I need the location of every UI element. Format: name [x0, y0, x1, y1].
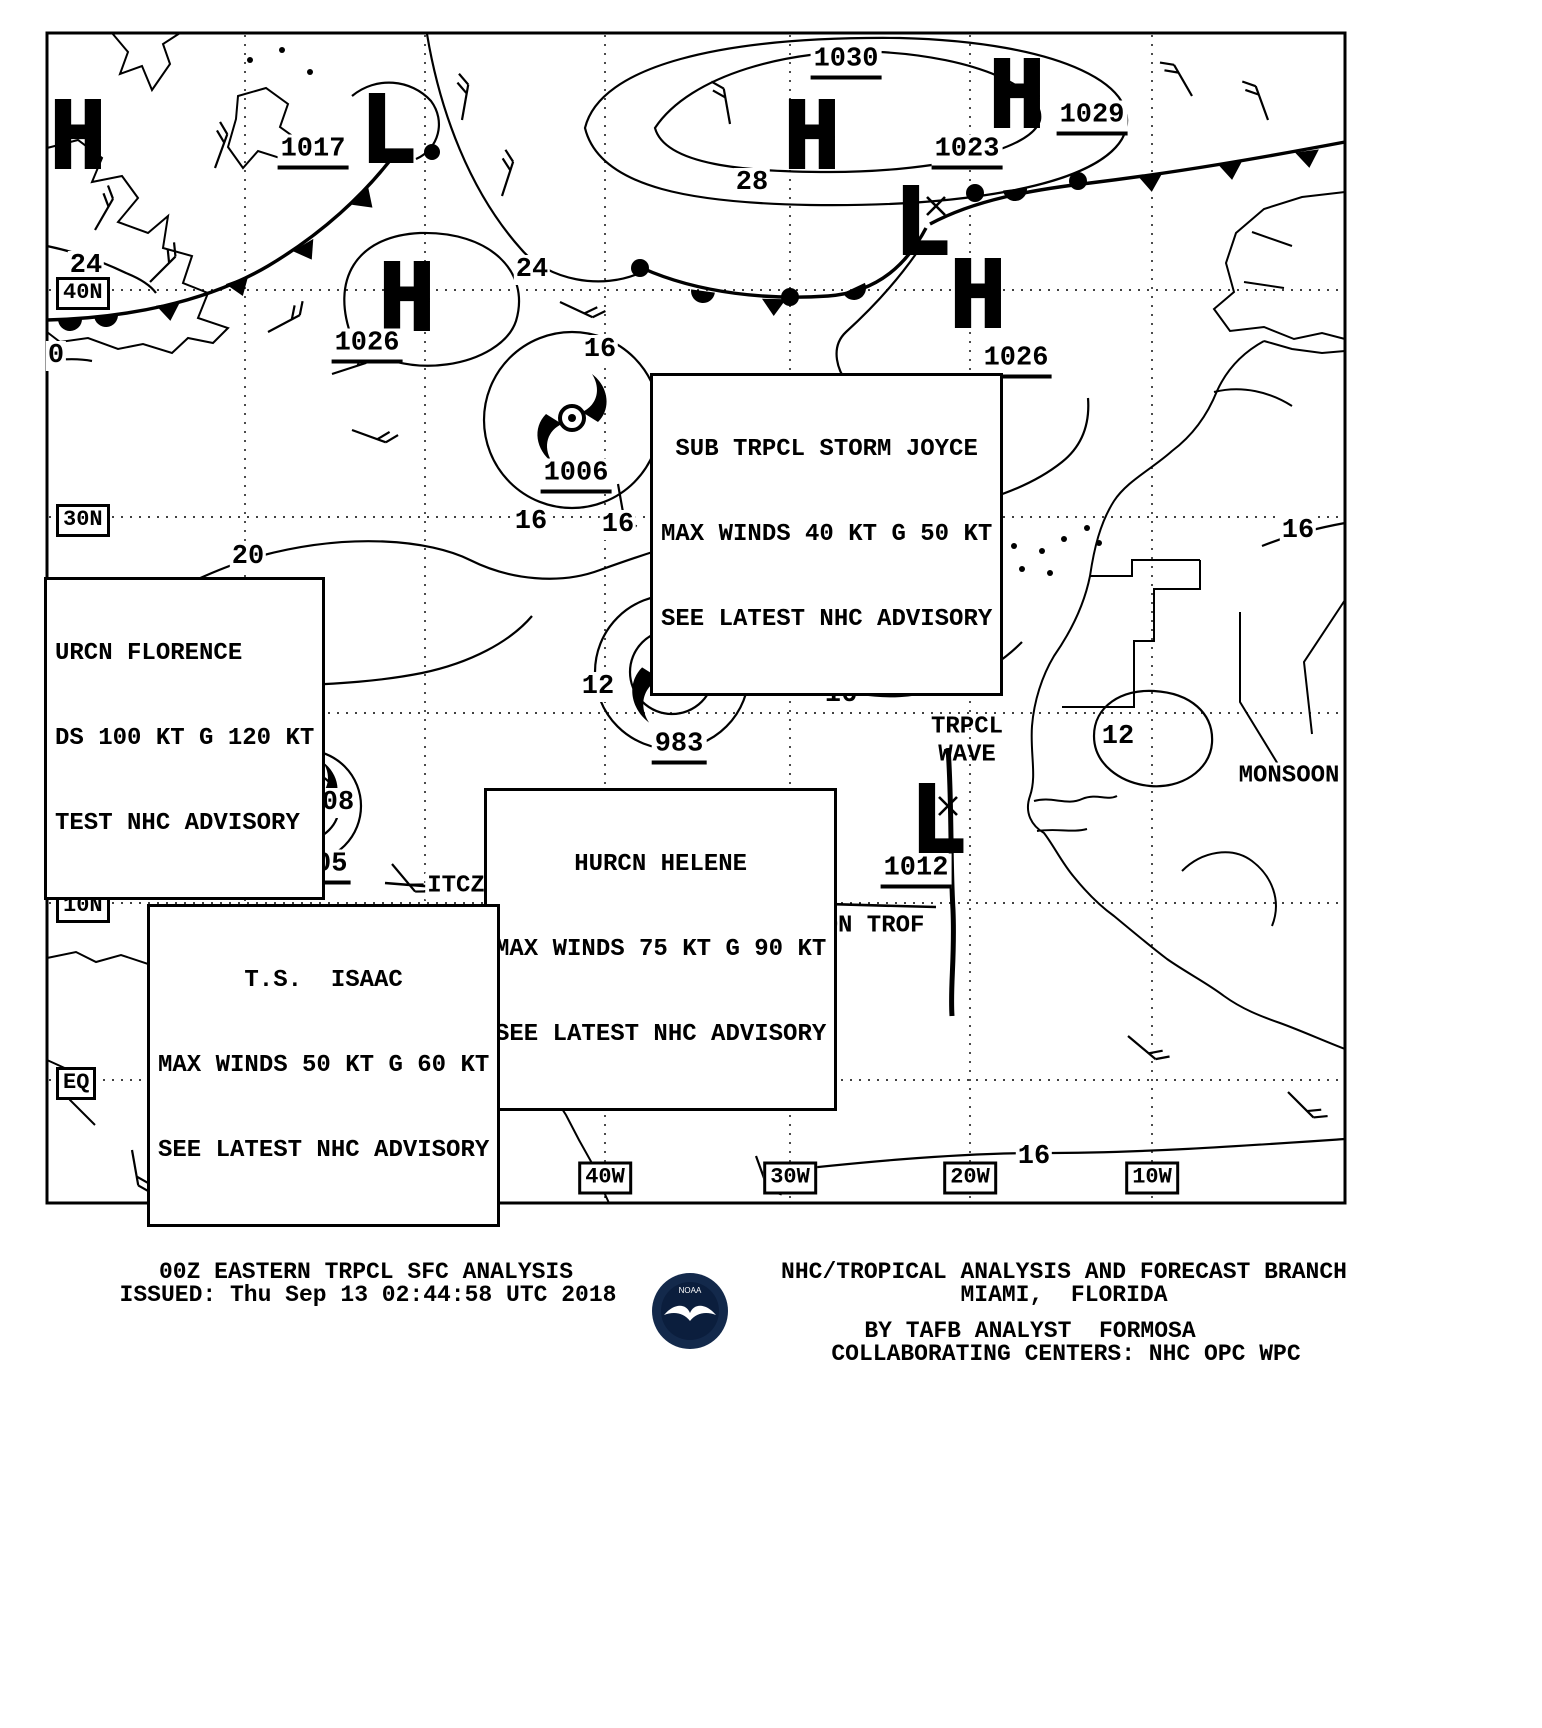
storm-box-helene-line2: MAX WINDS 75 KT G 90 KT — [495, 935, 827, 963]
storm-box-florence: URCN FLORENCE DS 100 KT G 120 KT TEST NH… — [44, 577, 326, 901]
analyst-credit: BY TAFB ANALYST FORMOSA — [864, 1318, 1196, 1344]
pressure-value-1026-w: 1026 — [331, 328, 403, 364]
high-center-nw: H — [49, 82, 107, 190]
isobar-label-16-b: 16 — [512, 507, 550, 537]
front-pips — [58, 149, 1319, 331]
storm-box-joyce-line1: SUB TRPCL STORM JOYCE — [675, 435, 978, 463]
isobar-label-16-d: 16 — [1279, 516, 1317, 546]
isobar-label-0-w: 0 — [45, 341, 67, 371]
storm-box-helene: HURCN HELENE MAX WINDS 75 KT G 90 KT SEE… — [484, 788, 838, 1112]
pressure-value-1030: 1030 — [810, 44, 882, 80]
isobar-label-16-a: 16 — [581, 335, 619, 365]
isobar-label-24-c: 24 — [513, 255, 551, 285]
isobar-label-24-w: 24 — [67, 251, 105, 281]
lat-label-eq: EQ — [56, 1067, 97, 1100]
storm-box-florence-line1: URCN FLORENCE — [55, 639, 243, 667]
storm-box-isaac-line1: T.S. ISAAC — [244, 966, 403, 994]
pressure-value-1029: 1029 — [1056, 100, 1128, 136]
pressure-value-1006: 1006 — [540, 458, 612, 494]
isobar-label-16-g: 16 — [1015, 1142, 1053, 1172]
pressure-value-1023: 1023 — [931, 134, 1003, 170]
pressure-value-983: 983 — [651, 729, 707, 765]
product-title: 00Z EASTERN TRPCL SFC ANALYSIS — [158, 1259, 574, 1285]
pressure-value-1012: 1012 — [880, 853, 952, 889]
isobar-label-12-c: 12 — [1099, 722, 1137, 752]
trough-from-low — [835, 241, 925, 389]
x-marks — [926, 196, 958, 816]
fronts — [46, 140, 1346, 331]
high-center-top-right: H — [988, 41, 1046, 149]
storm-box-joyce-line3: SEE LATEST NHC ADVISORY — [661, 605, 993, 633]
noaa-logo: NOAA — [650, 1271, 730, 1351]
collaborating-centers: COLLABORATING CENTERS: NHC OPC WPC — [831, 1341, 1301, 1367]
occluded-front-center — [641, 227, 928, 299]
office-location: MIAMI, FLORIDA — [960, 1282, 1168, 1308]
itcz-label: ITCZ — [425, 872, 487, 900]
storm-box-helene-line1: HURCN HELENE — [574, 850, 748, 878]
storm-box-joyce: SUB TRPCL STORM JOYCE MAX WINDS 40 KT G … — [650, 373, 1004, 697]
lon-label-40w: 40W — [578, 1161, 632, 1195]
tropical-wave-axis — [945, 747, 956, 1017]
low-center-nw: L — [359, 76, 417, 184]
frontal-wave-dots — [424, 144, 1087, 306]
trpcl-wave-label: TRPCL WAVE — [930, 713, 1004, 768]
cold-front-ne — [929, 140, 1346, 226]
pressure-value-1026-e: 1026 — [980, 343, 1052, 379]
storm-box-florence-line2: DS 100 KT G 120 KT — [55, 724, 315, 752]
high-center-top-mid: H — [783, 82, 841, 190]
isobar-label-08-b: 08 — [319, 788, 357, 818]
lon-label-30w: 30W — [763, 1161, 817, 1195]
storm-box-isaac-line2: MAX WINDS 50 KT G 60 KT — [158, 1051, 490, 1079]
storm-icon-joyce — [537, 374, 607, 462]
storm-box-florence-line3: TEST NHC ADVISORY — [55, 809, 300, 837]
storm-box-isaac: T.S. ISAAC MAX WINDS 50 KT G 60 KT SEE L… — [147, 904, 501, 1228]
lon-label-20w: 20W — [943, 1161, 997, 1195]
pressure-value-1017: 1017 — [277, 134, 349, 170]
isobar-label-12-a: 12 — [579, 672, 617, 702]
storm-box-helene-line3: SEE LATEST NHC ADVISORY — [495, 1020, 827, 1048]
storm-box-joyce-line2: MAX WINDS 40 KT G 50 KT — [661, 520, 993, 548]
lat-label-30n: 30N — [56, 504, 110, 537]
lon-label-10w: 10W — [1125, 1161, 1179, 1195]
monsoon-label: MONSOON — [1236, 762, 1342, 790]
isobar-label-16-c: 16 — [599, 510, 637, 540]
high-center-mid-right: H — [949, 241, 1007, 349]
noaa-logo-text: NOAA — [679, 1286, 702, 1295]
lat-label-40n: 40N — [56, 277, 110, 310]
isobar-label-28: 28 — [733, 168, 771, 198]
storm-box-isaac-line3: SEE LATEST NHC ADVISORY — [158, 1136, 490, 1164]
isobar-label-20-w: 20 — [229, 542, 267, 572]
office-name: NHC/TROPICAL ANALYSIS AND FORECAST BRANC… — [781, 1259, 1347, 1285]
issued-timestamp: ISSUED: Thu Sep 13 02:44:58 UTC 2018 — [119, 1282, 617, 1308]
low-center-top-right: L — [893, 168, 951, 276]
low-center-trpcl-wave: L — [909, 766, 967, 874]
